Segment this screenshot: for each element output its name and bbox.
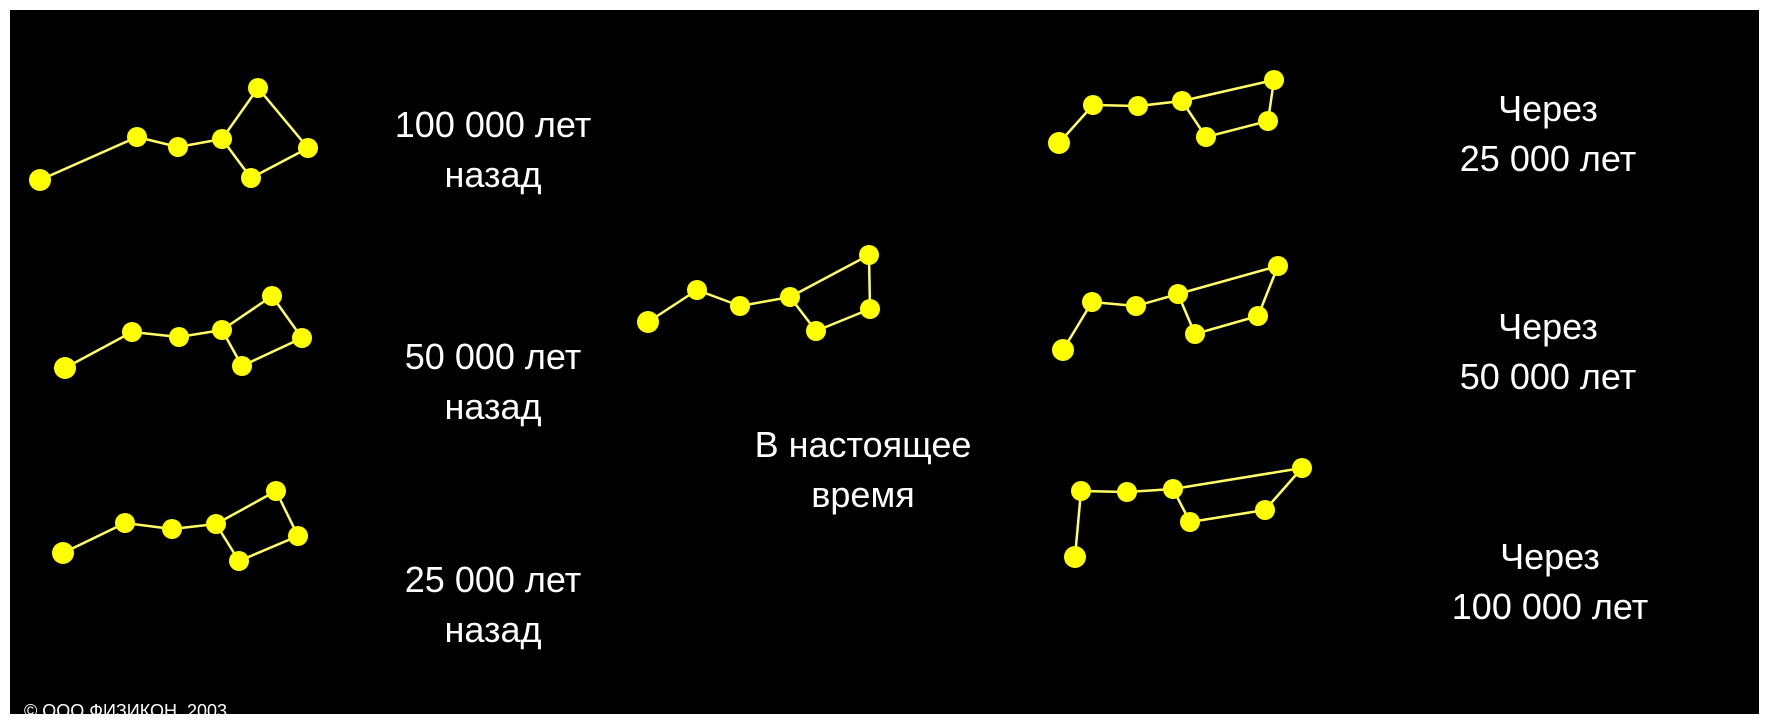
constellation-line (789, 253, 870, 299)
caption-line: 25 000 лет (1459, 138, 1637, 179)
star-dot (1163, 479, 1183, 499)
constellation-line (62, 521, 126, 555)
star-dot (206, 514, 226, 534)
diagram-panel: 100 000 лет назад 50 000 лет назад 25 00… (10, 10, 1759, 721)
star-dot (1248, 306, 1268, 326)
caption-line: Через (1498, 88, 1598, 129)
star-dot (54, 357, 76, 379)
star-dot (162, 519, 182, 539)
star-dot (687, 280, 707, 300)
star-dot (212, 320, 232, 340)
constellation-future-50k (1052, 256, 1288, 361)
constellation-line (1194, 314, 1259, 336)
constellation-line (1181, 78, 1275, 103)
constellation-present (637, 245, 880, 341)
star-dot (292, 328, 312, 348)
star-dot (860, 299, 880, 319)
star-dot (637, 311, 659, 333)
star-dot (262, 286, 282, 306)
caption-line: время (811, 474, 915, 515)
star-dot (232, 356, 252, 376)
star-dot (1196, 127, 1216, 147)
star-dot (1064, 546, 1086, 568)
constellation-line (1177, 264, 1279, 296)
star-dot (1264, 70, 1284, 90)
caption-line: назад (444, 386, 542, 427)
constellation-line (238, 534, 299, 563)
star-dot (212, 129, 232, 149)
star-dot (1268, 256, 1288, 276)
star-dot (115, 513, 135, 533)
star-dot (1292, 458, 1312, 478)
star-dot (1048, 132, 1070, 154)
star-dot (127, 127, 147, 147)
caption-line: назад (444, 609, 542, 650)
constellation-future-100k (1064, 458, 1312, 568)
constellation-line (221, 294, 273, 332)
star-dot (1258, 111, 1278, 131)
caption-line: 50 000 лет (404, 336, 582, 377)
caption-line: 25 000 лет (404, 559, 582, 600)
caption-line: 50 000 лет (1459, 356, 1637, 397)
caption-past-50k: 50 000 лет назад (405, 332, 581, 432)
star-dot (1117, 482, 1137, 502)
star-dot (29, 169, 51, 191)
constellation-line (220, 87, 260, 140)
star-dot (780, 287, 800, 307)
caption-line: Через (1500, 536, 1600, 577)
caption-line: В настоящее (754, 424, 972, 465)
star-dot (122, 322, 142, 342)
star-dot (266, 481, 286, 501)
star-dot (1185, 324, 1205, 344)
caption-line: Через (1498, 306, 1598, 347)
star-dot (241, 168, 261, 188)
star-dot (298, 138, 318, 158)
star-dot (1255, 500, 1275, 520)
caption-past-100k: 100 000 лет назад (395, 100, 591, 200)
star-dot (288, 526, 308, 546)
caption-past-25k: 25 000 лет назад (405, 555, 581, 655)
caption-line: 100 000 лет (1451, 586, 1649, 627)
caption-future-25k: Через 25 000 лет (1460, 84, 1636, 184)
star-dot (1126, 296, 1146, 316)
caption-future-50k: Через 50 000 лет (1460, 302, 1636, 402)
star-dot (1180, 512, 1200, 532)
constellation-line (1189, 508, 1266, 524)
constellation-line (39, 135, 138, 182)
caption-line: 100 000 лет (394, 104, 592, 145)
star-dot (229, 551, 249, 571)
star-dot (52, 542, 74, 564)
constellation-line (215, 489, 277, 526)
constellation-line (64, 330, 133, 370)
constellation-past-50k (54, 286, 312, 379)
copyright-notice: © ООО ФИЗИКОН, 2003 (24, 701, 228, 721)
constellation-line (1205, 119, 1269, 139)
constellation-past-100k (29, 78, 318, 191)
constellation-line (257, 87, 309, 149)
star-dot (248, 78, 268, 98)
constellation-diagram (29, 70, 1312, 571)
star-dot (1168, 284, 1188, 304)
star-dot (1052, 339, 1074, 361)
star-dot (1071, 481, 1091, 501)
constellation-line (1073, 490, 1083, 558)
star-dot (169, 327, 189, 347)
constellation-line (241, 336, 303, 368)
constellation-line (1172, 466, 1303, 491)
star-dot (730, 296, 750, 316)
star-dot (806, 321, 826, 341)
constellation-line (250, 146, 309, 180)
star-dot (1083, 95, 1103, 115)
star-dot (168, 137, 188, 157)
caption-line: назад (444, 154, 542, 195)
constellation-past-25k (52, 481, 308, 571)
star-dot (1128, 96, 1148, 116)
star-dot (1172, 91, 1192, 111)
constellation-future-25k (1048, 70, 1284, 154)
star-dot (1082, 292, 1102, 312)
caption-future-100k: Через 100 000 лет (1452, 532, 1648, 632)
caption-present: В настоящее время (755, 420, 972, 520)
star-dot (859, 245, 879, 265)
